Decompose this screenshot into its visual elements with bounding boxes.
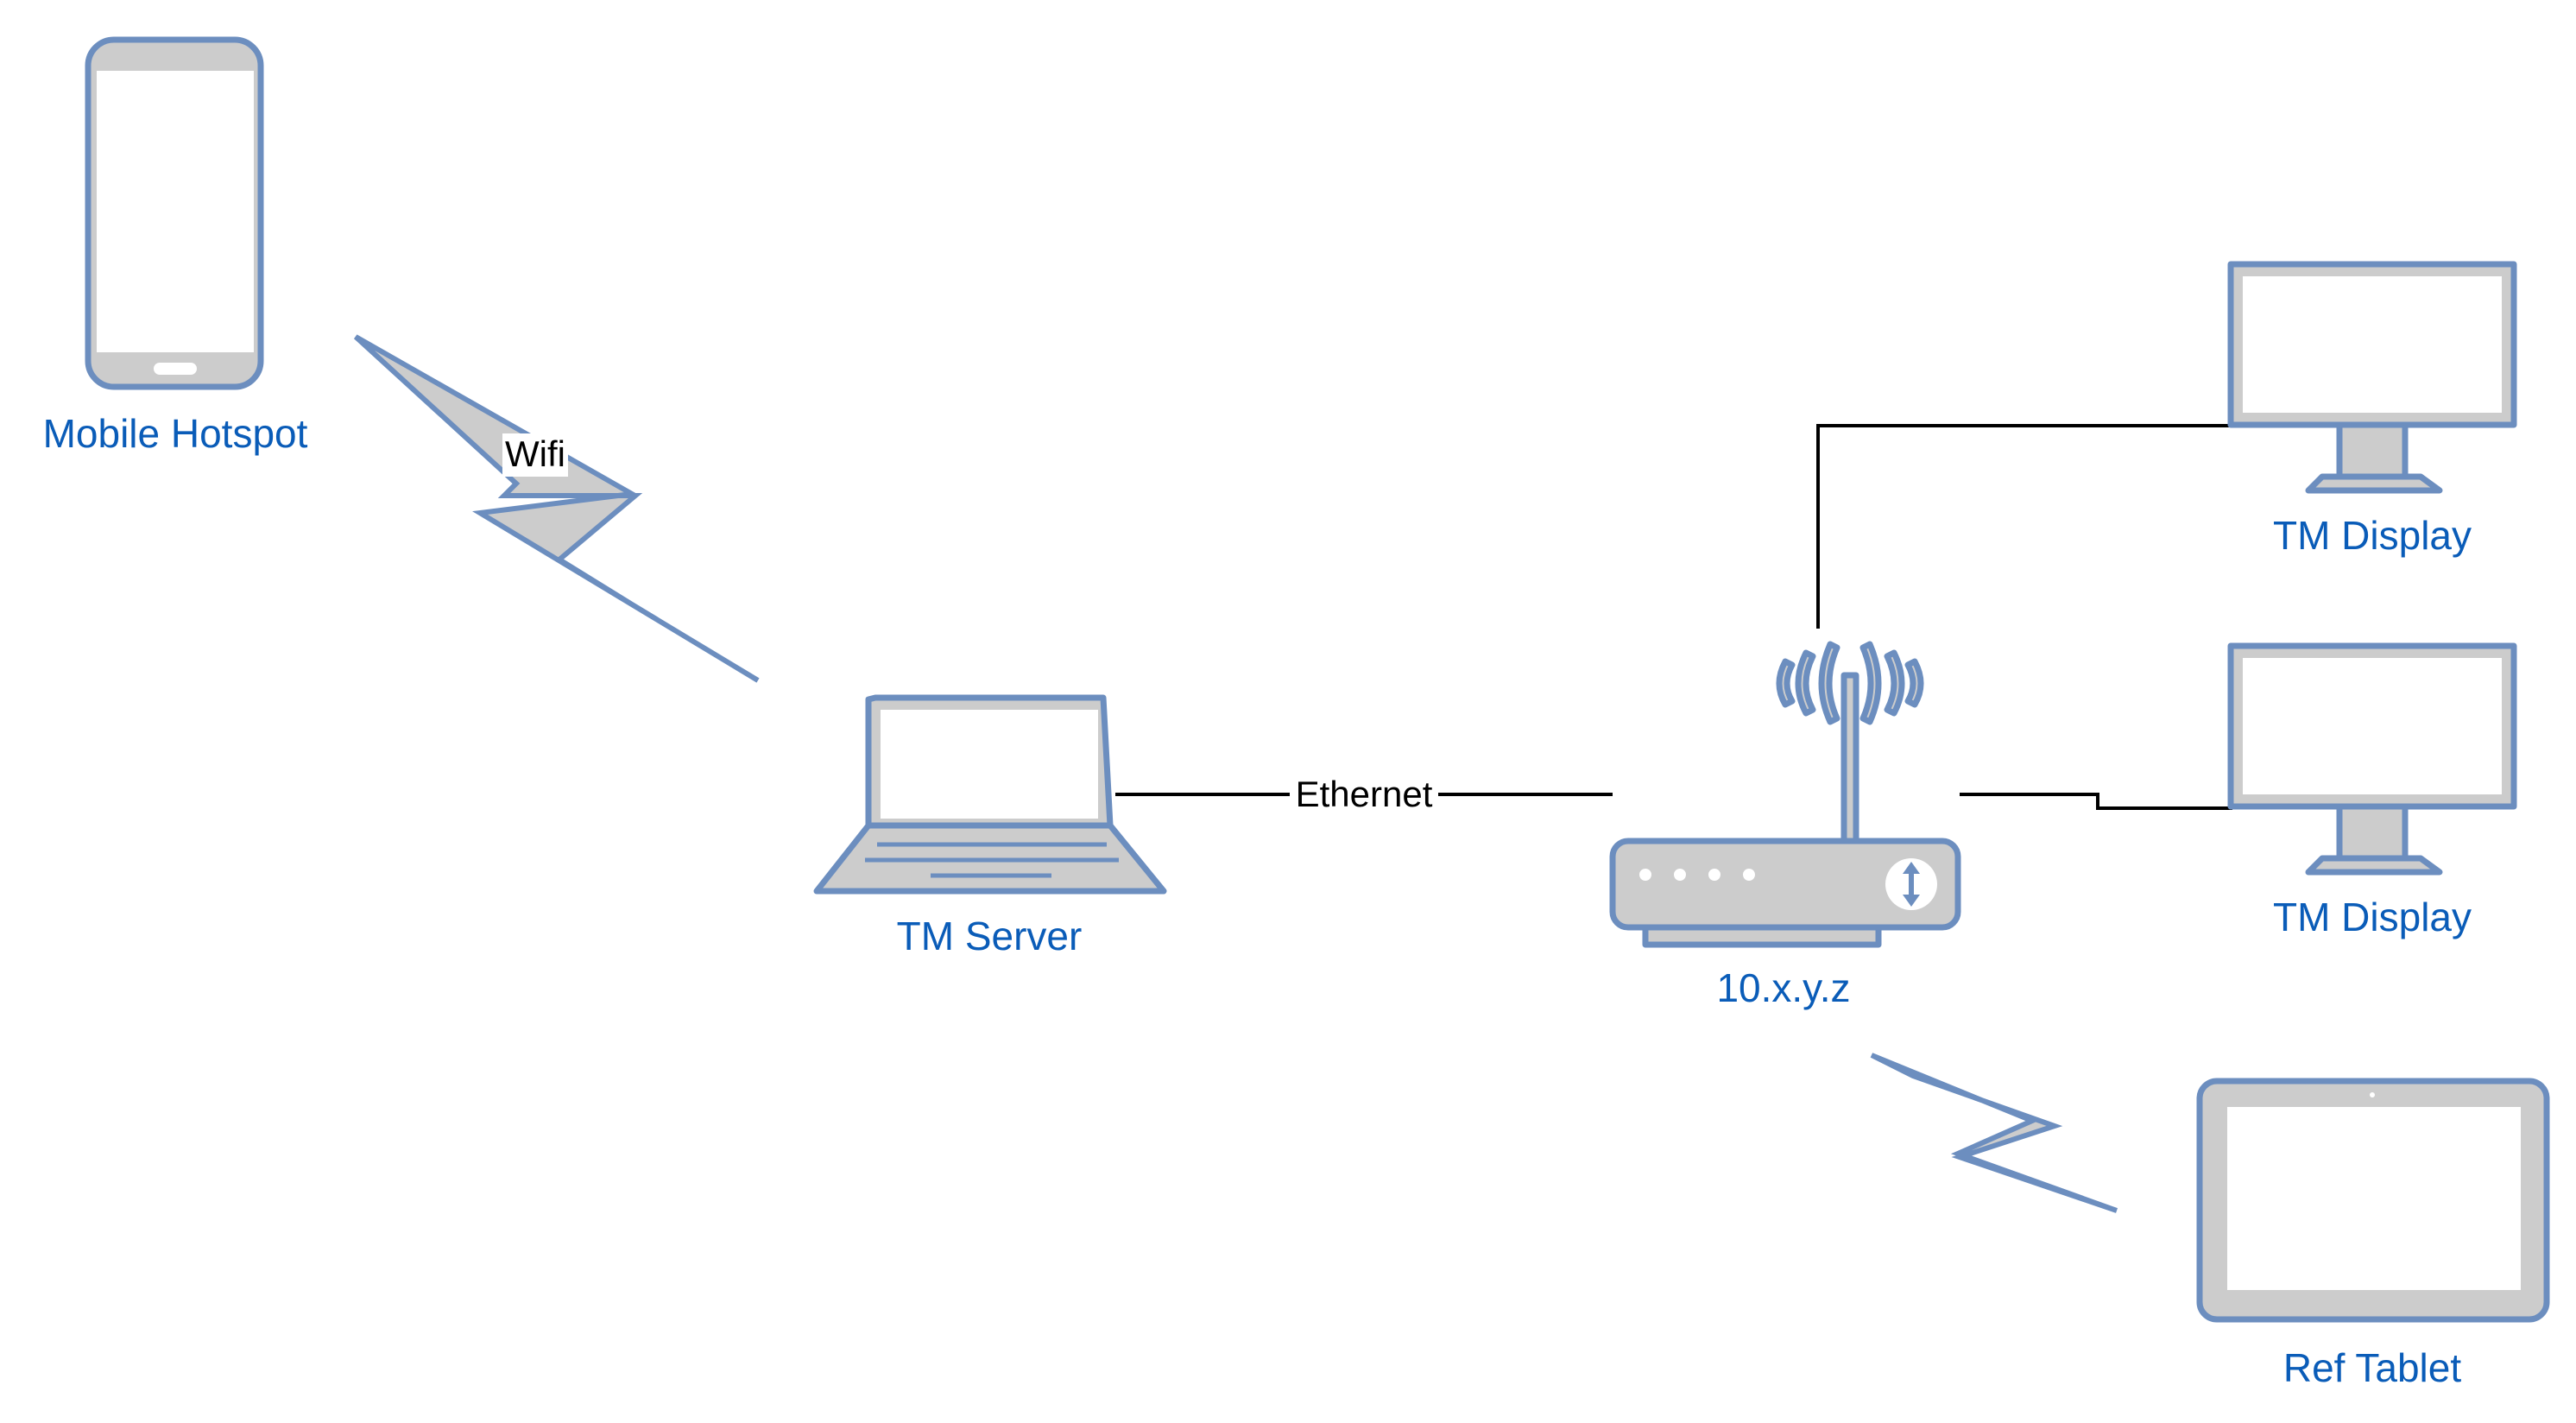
wireless-router-icon <box>1609 641 1961 948</box>
wifi-label-bg <box>502 433 568 477</box>
mobile-hotspot-node: Mobile Hotspot <box>43 36 308 456</box>
wireless-link-icon <box>1870 1053 2118 1213</box>
monitor-icon <box>2227 261 2517 494</box>
tm-display-2-label: TM Display <box>2273 895 2472 939</box>
ref-tablet-node: Ref Tablet <box>2196 1078 2550 1390</box>
ethernet-label: Ethernet <box>1296 774 1433 814</box>
edge-router-tablet <box>1870 1053 2118 1213</box>
edge-router-display-1 <box>1816 424 2232 629</box>
tm-display-2-node: TM Display <box>2227 642 2517 939</box>
wireless-link-icon <box>353 334 760 683</box>
router-label: 10.x.y.z <box>1716 965 1850 1010</box>
edge-hotspot-server: Wifi <box>353 334 760 683</box>
smartphone-icon <box>85 36 264 390</box>
laptop-icon <box>813 694 1167 895</box>
edge-server-router: Ethernet <box>1115 774 1613 815</box>
tm-server-node: TM Server <box>813 694 1167 958</box>
mobile-hotspot-label: Mobile Hotspot <box>43 411 308 456</box>
monitor-icon <box>2227 642 2517 876</box>
edge-router-display-2 <box>1960 793 2232 810</box>
ethernet-label-bg <box>1290 774 1438 815</box>
tm-display-1-label: TM Display <box>2273 513 2472 558</box>
ref-tablet-label: Ref Tablet <box>2283 1345 2462 1390</box>
router-node: 10.x.y.z <box>1609 641 1961 1010</box>
tm-server-label: TM Server <box>897 914 1083 958</box>
wifi-label: Wifi <box>505 433 565 474</box>
tm-display-1-node: TM Display <box>2227 261 2517 558</box>
tablet-icon <box>2196 1078 2550 1323</box>
